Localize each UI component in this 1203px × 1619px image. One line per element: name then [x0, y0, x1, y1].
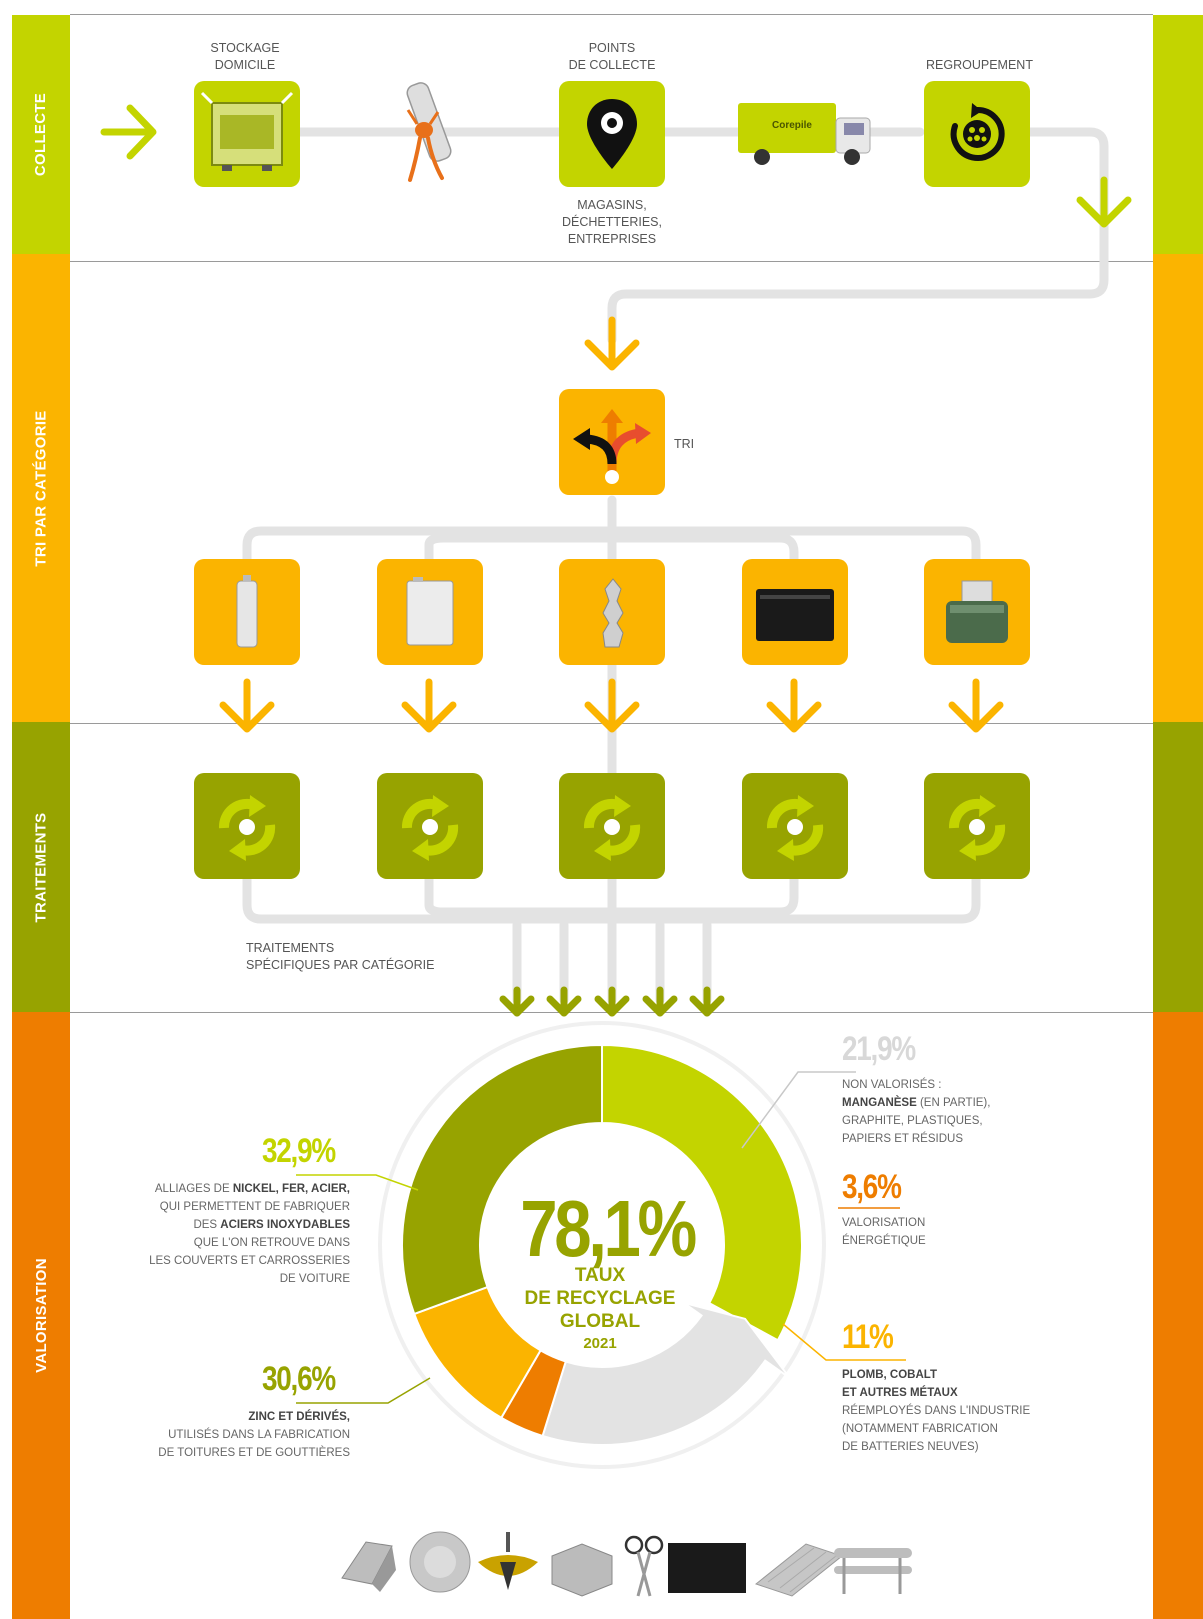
recycle-icon: [584, 795, 641, 861]
traitements-caption: TRAITEMENTS SPÉCIFIQUES PAR CATÉGORIE: [246, 941, 435, 972]
traitement-tile-2: [377, 773, 483, 879]
down-arrow-tri-icon: [584, 316, 640, 371]
points-collecte-tile: [559, 81, 665, 187]
traitement-tile-5: [924, 773, 1030, 879]
tri-label: TRI: [674, 437, 695, 451]
regroupement-caption: REGROUPEMENT: [926, 58, 1033, 72]
regroupement-tile: [924, 81, 1030, 187]
battery-character-icon: [406, 82, 452, 182]
points-caption: POINTS DE COLLECTE: [568, 41, 656, 72]
band-right-traitements: [1153, 722, 1203, 1012]
slice-3-percent: 3,6%: [842, 1168, 902, 1206]
band-tri: [12, 254, 70, 722]
category-lead-battery-tile: [742, 559, 848, 665]
category-flat-battery-tile: [377, 559, 483, 665]
band-valorisation: [12, 1012, 70, 1619]
slice-1-percent: 32,9%: [262, 1132, 336, 1170]
metal-ingot-icon: [341, 1541, 396, 1592]
truck-icon: [738, 103, 871, 165]
scissors-icon: [624, 1535, 664, 1597]
traitement-tile-1: [194, 773, 300, 879]
category-crushed-battery-tile: [559, 559, 665, 665]
regroupement-icon: [950, 103, 1005, 161]
gutter-icon: [834, 1548, 912, 1594]
category-tool-battery-tile: [924, 559, 1030, 665]
down-arrow-collecte-icon: [1076, 176, 1132, 228]
spinning-top-icon: [478, 1532, 538, 1590]
stockage-domicile-tile: [194, 81, 300, 187]
band-right-valorisation: [1153, 1012, 1203, 1619]
global-rate-value: 78,1%: [520, 1184, 697, 1273]
callout-lines: [296, 1071, 906, 1404]
lead-acid-battery-icon: [756, 589, 834, 641]
slice-4-description: PLOMB, COBALT ET AUTRES MÉTAUX RÉEMPLOYÉ…: [842, 1369, 1031, 1453]
aa-battery-icon: [236, 575, 258, 648]
donut-slice-5: [401, 1043, 603, 1316]
separator-collecte-tri: [70, 261, 1153, 262]
entry-arrow-icon: [100, 104, 157, 160]
slice-2-percent: 21,9%: [842, 1030, 916, 1068]
truck-brand: Corepile: [771, 120, 812, 131]
slice-1-description: ALLIAGES DE NICKEL, FER, ACIER, QUI PERM…: [149, 1183, 350, 1285]
band-collecte: [12, 15, 70, 254]
metal-disc-icon: [409, 1531, 471, 1593]
band-right-tri: [1153, 254, 1203, 722]
band-traitements: [12, 722, 70, 1012]
collection-box-icon: [200, 91, 294, 171]
recycle-icon: [949, 795, 1006, 861]
down-arrows-merge-icon: [499, 986, 725, 1017]
donut-slice-2: [541, 1301, 791, 1446]
chart-center-label: 78,1% TAUX DE RECYCLAGE GLOBAL 2021: [505, 1184, 697, 1353]
crushed-batteries-icon: [602, 578, 624, 648]
recycle-icon: [219, 795, 276, 861]
global-rate-year: 2021: [583, 1335, 617, 1352]
slice-4-percent: 11%: [842, 1318, 894, 1356]
slice-2-description: NON VALORISÉS : MANGANÈSE (EN PARTIE), G…: [842, 1079, 991, 1145]
donut-slice-1: [601, 1043, 803, 1342]
slice-5-description: ZINC ET DÉRIVÉS, UTILISÉS DANS LA FABRIC…: [158, 1411, 350, 1459]
roof-panel-icon: [754, 1543, 844, 1597]
band-right-collecte: [1153, 15, 1203, 254]
global-rate-label: TAUX DE RECYCLAGE GLOBAL: [524, 1265, 676, 1332]
slice-3-description: VALORISATION ÉNERGÉTIQUE: [842, 1217, 926, 1247]
tri-tile: [559, 389, 665, 495]
stockage-caption: STOCKAGE DOMICILE: [210, 41, 280, 72]
traitement-tile-4: [742, 773, 848, 879]
points-sub-caption: MAGASINS, DÉCHETTERIES, ENTREPRISES: [561, 198, 662, 246]
car-battery-icon: [668, 1543, 746, 1593]
recycle-icon: [767, 795, 824, 861]
sorting-arrows-icon: [573, 409, 651, 484]
tool-battery-pack-icon: [946, 580, 1008, 643]
flat-battery-icon: [406, 577, 454, 646]
metal-box-icon: [551, 1543, 613, 1597]
slice-5-percent: 30,6%: [262, 1360, 336, 1398]
category-cylindrical-battery-tile: [194, 559, 300, 665]
down-arrows-categories-icon: [219, 678, 1004, 733]
traitement-tile-3: [559, 773, 665, 879]
top-border: [70, 14, 1153, 15]
map-pin-icon: [587, 99, 637, 169]
recycle-icon: [402, 795, 459, 861]
